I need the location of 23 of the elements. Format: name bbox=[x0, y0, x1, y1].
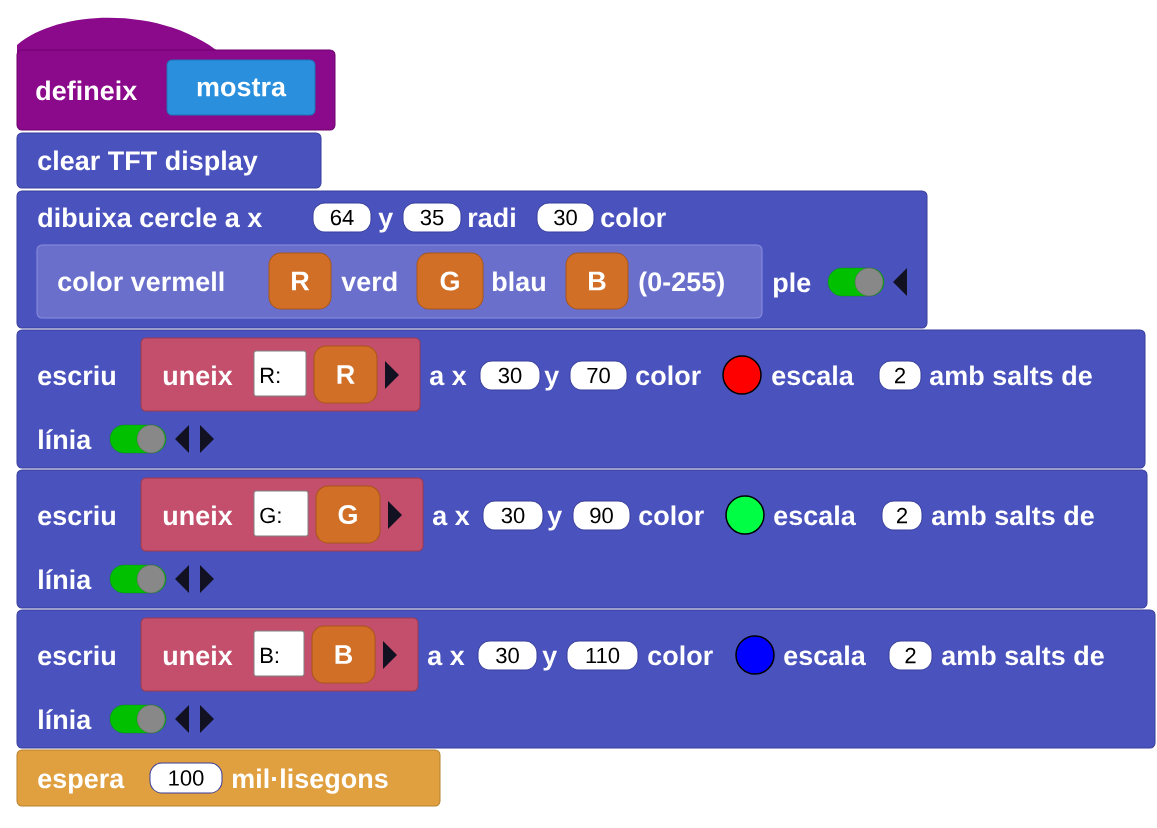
number-field: 70 bbox=[569, 360, 628, 391]
number-field: 110 bbox=[566, 640, 639, 671]
command-block: clear TFT display bbox=[16, 132, 322, 189]
number-field: 2 bbox=[878, 360, 922, 391]
variable-block: G bbox=[315, 485, 381, 544]
text-field: G: bbox=[253, 490, 309, 537]
variable-block: G bbox=[416, 252, 484, 310]
name-block: mostra bbox=[166, 59, 316, 116]
number-field: 2 bbox=[881, 500, 923, 531]
number-field: 30 bbox=[482, 500, 544, 531]
number-field: 35 bbox=[402, 202, 462, 233]
text-field: R: bbox=[253, 350, 307, 397]
variable-block: R bbox=[313, 345, 378, 404]
number-field: 64 bbox=[312, 202, 372, 233]
number-field: 90 bbox=[572, 500, 631, 531]
number-field: 30 bbox=[477, 640, 538, 671]
variable-block: B bbox=[565, 252, 629, 310]
number-field: 100 bbox=[149, 762, 223, 794]
number-field: 30 bbox=[536, 202, 595, 233]
variable-block: R bbox=[268, 252, 332, 310]
text-field: B: bbox=[253, 630, 305, 677]
number-field: 30 bbox=[479, 360, 541, 391]
variable-block: B bbox=[311, 625, 376, 684]
